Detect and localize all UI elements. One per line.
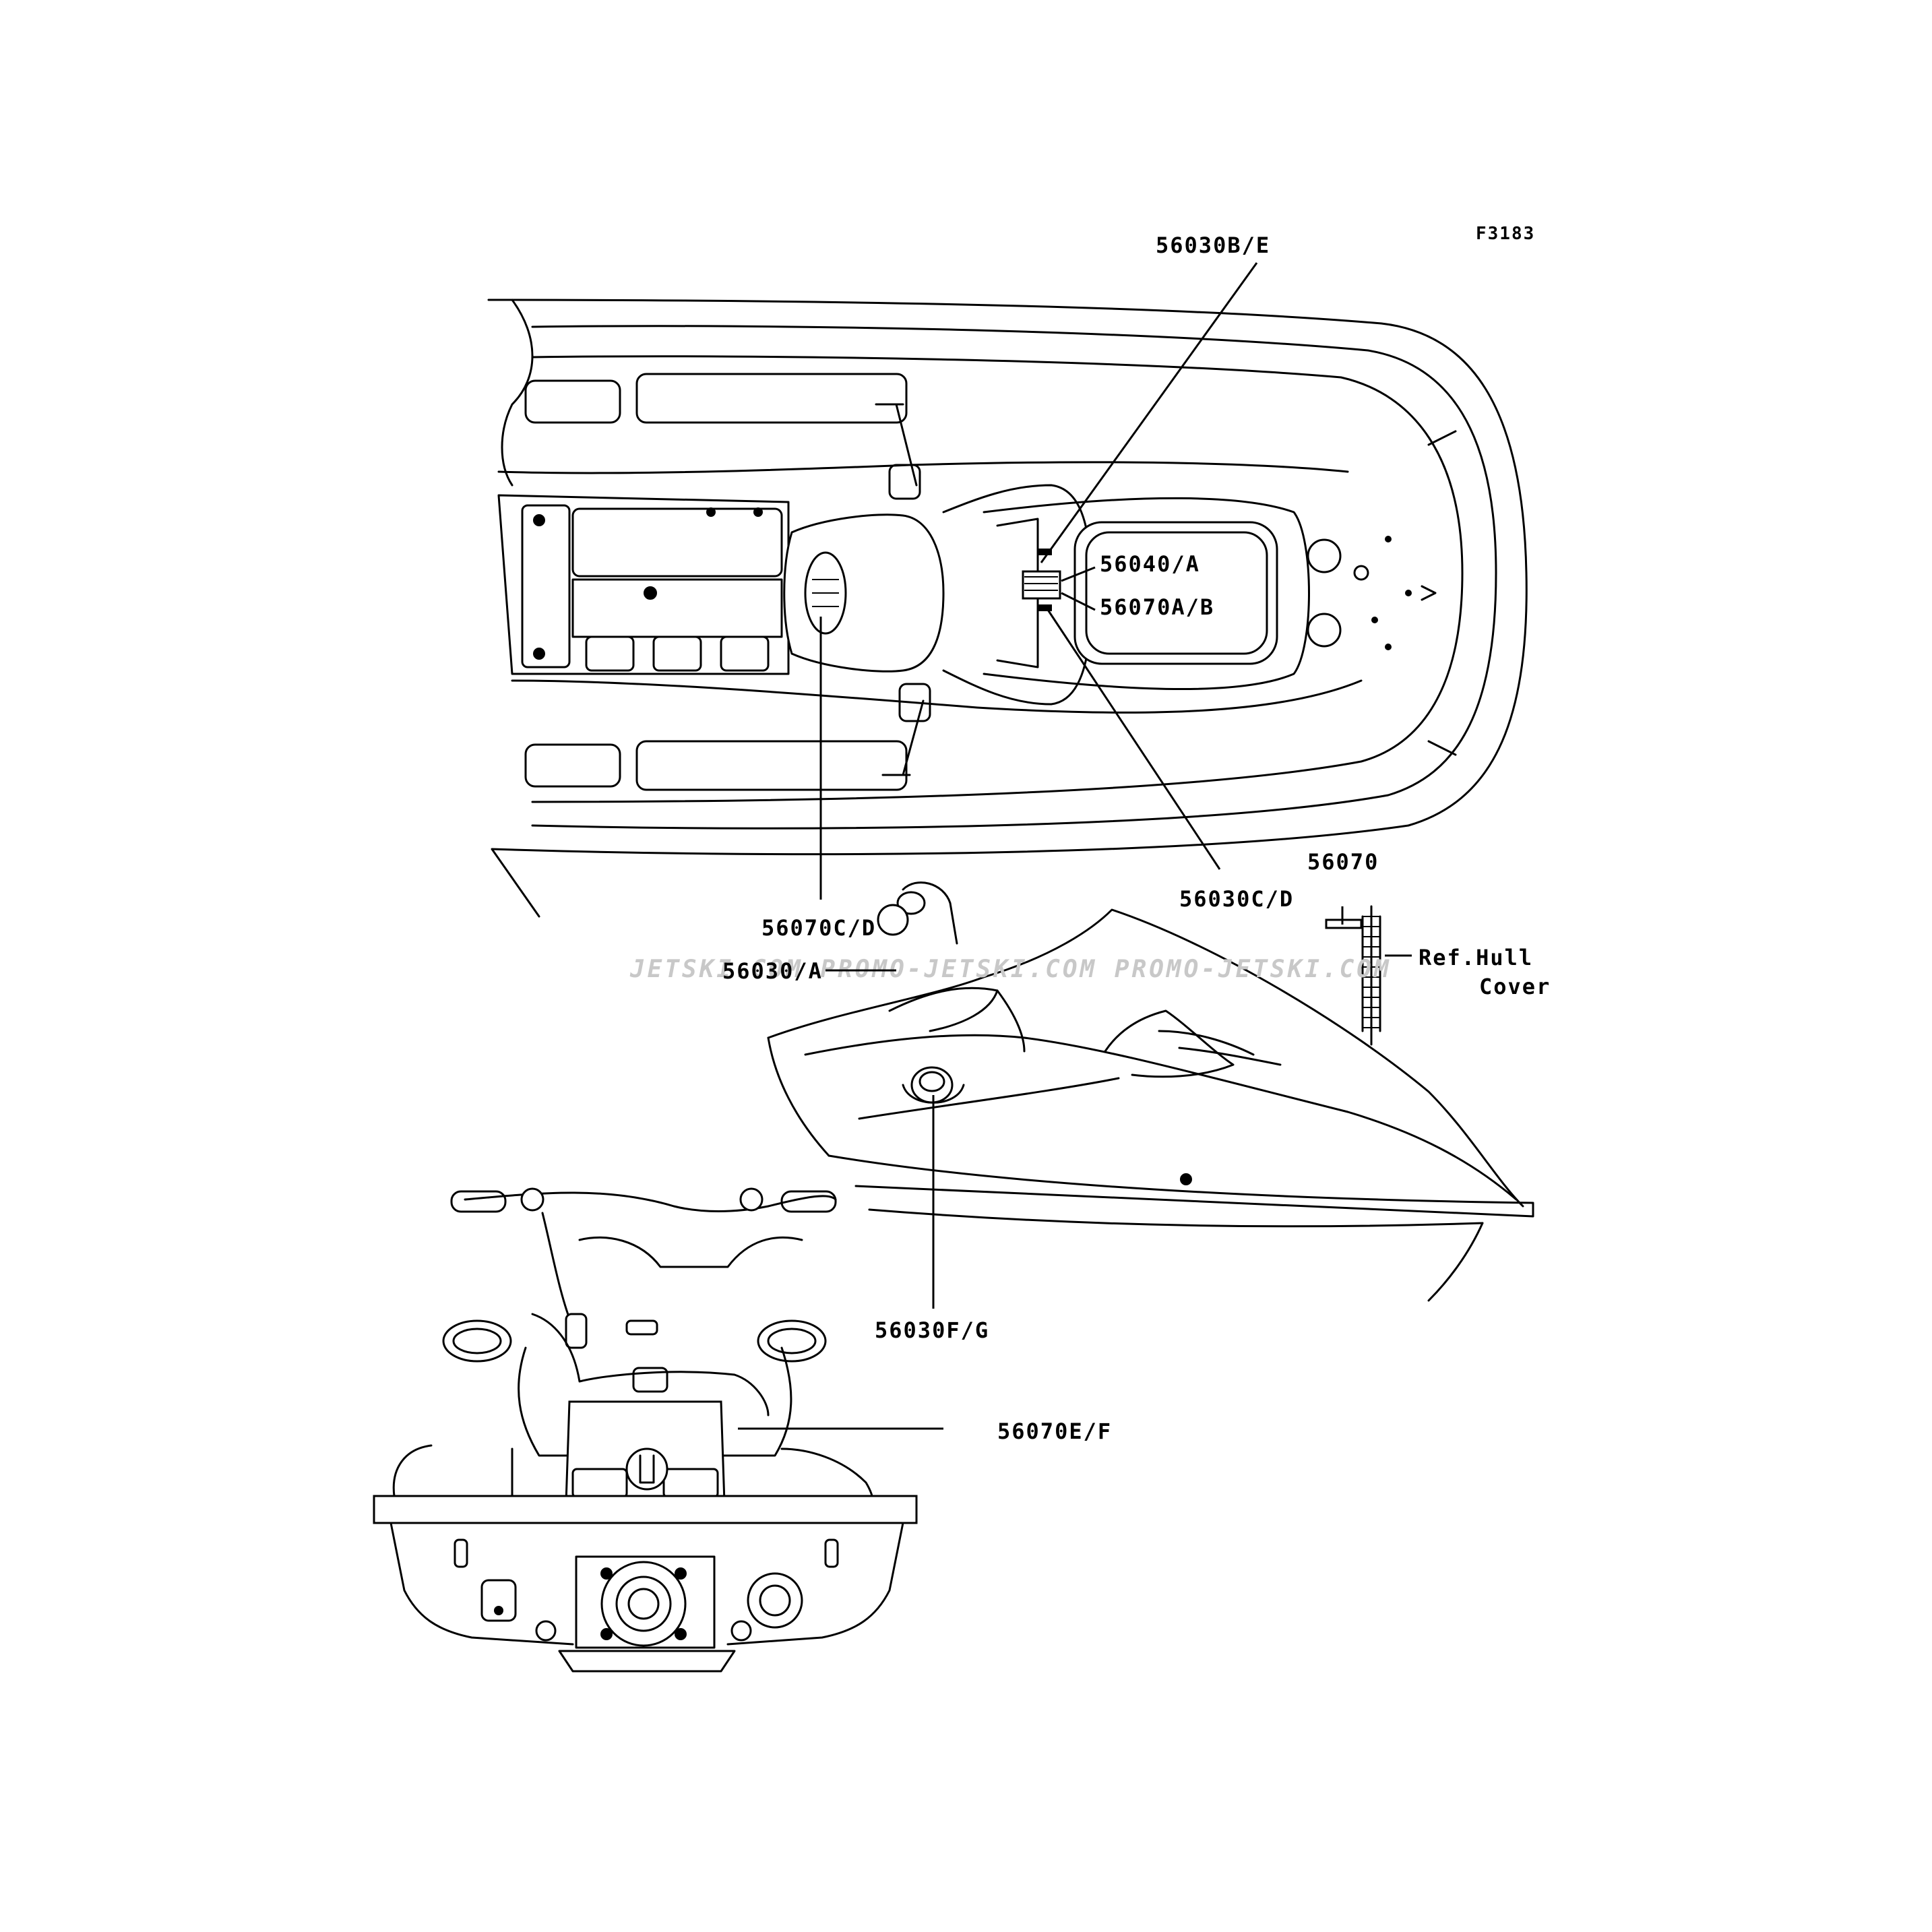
callout-label-56030c-d: 56030C/D: [1179, 886, 1294, 912]
reference-label-line1: Ref.Hull: [1419, 945, 1533, 970]
top-view-watercraft: [487, 299, 1528, 918]
callout-leaders: [738, 262, 1412, 1430]
side-view-watercraft: [767, 881, 1534, 1302]
watermark-text: JETSKI.COM PROMO-JETSKI.COM PROMO-JETSKI…: [629, 956, 1392, 983]
callout-label-56030b-e: 56030B/E: [1156, 232, 1270, 258]
hull-cover-reference-part: [1325, 905, 1381, 1046]
callout-label-56070: 56070: [1307, 849, 1379, 875]
callout-label-56030f-g: 56030F/G: [875, 1317, 989, 1343]
callout-label-56040-a: 56040/A: [1100, 551, 1200, 577]
figure-id-label: F3183: [1476, 224, 1535, 244]
callout-label-56070e-f: 56070E/F: [997, 1419, 1112, 1444]
rear-view-watercraft: [373, 1187, 918, 1673]
engine-cylinders: [585, 635, 770, 672]
callout-label-56070c-d: 56070C/D: [761, 915, 876, 941]
reference-label-line2: Cover: [1479, 974, 1551, 999]
callout-label-56030-a: 56030/A: [722, 958, 823, 984]
callout-label-56070a-b: 56070A/B: [1100, 594, 1214, 620]
